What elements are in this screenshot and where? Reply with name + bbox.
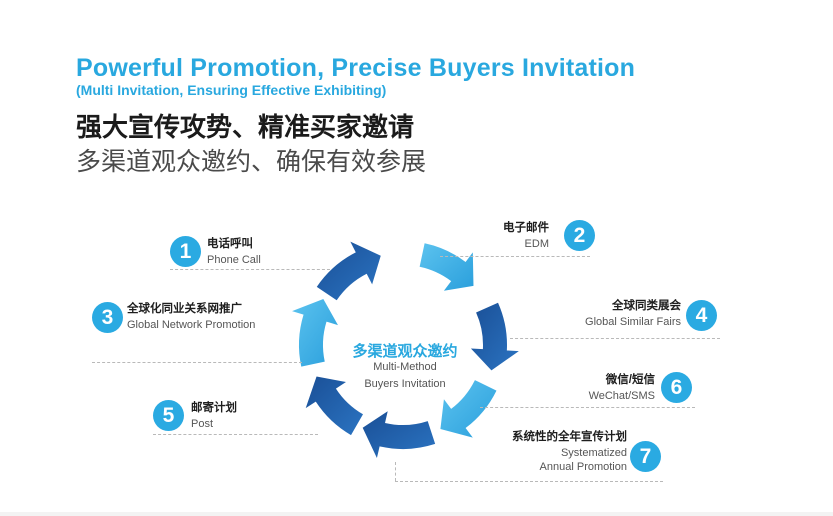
page-title-en: Powerful Promotion, Precise Buyers Invit… [76, 54, 636, 82]
center-title-cn: 多渠道观众邀约 [352, 343, 458, 360]
item-6-label-en: WeChat/SMS [588, 389, 655, 402]
cycle-arrow-7 [316, 241, 381, 301]
cycle-arrow-2 [470, 302, 519, 371]
item-5-leader-line [153, 434, 318, 435]
item-3-leader-line [92, 362, 302, 363]
page-subtitle-cn: 多渠道观众邀约、确保有效参展 [76, 148, 427, 176]
item-1-label-cn: 电话呼叫 [207, 238, 253, 250]
item-7-label-cn: 系统性的全年宣传计划 [512, 431, 627, 443]
item-5-label: 邮寄计划 Post [191, 401, 237, 431]
page-title-cn: 强大宣传攻势、精准买家邀请 [76, 112, 415, 142]
item-5-number-badge: 5 [153, 400, 184, 431]
item-6-leader-line [480, 407, 695, 408]
item-2-label-en: EDM [524, 237, 549, 250]
item-6-label: 微信/短信 WeChat/SMS [589, 373, 655, 403]
item-7-leader-line-vertical [395, 462, 396, 481]
item-6-number-badge: 6 [661, 372, 692, 403]
item-4-label-cn: 全球同类展会 [612, 300, 681, 312]
item-6-label-cn: 微信/短信 [605, 374, 655, 386]
item-1-leader-line [170, 269, 330, 270]
item-1-number-badge: 1 [170, 236, 201, 267]
item-5-label-cn: 邮寄计划 [191, 402, 237, 414]
item-4-leader-line [510, 338, 720, 339]
item-3-label-cn: 全球化同业关系网推广 [127, 303, 242, 315]
item-5-label-en: Post [191, 417, 214, 430]
item-7-label-en-2: Annual Promotion [539, 461, 627, 474]
item-2-label-cn: 电子邮件 [503, 222, 549, 234]
item-4-number-badge: 4 [686, 300, 717, 331]
item-7-number-badge: 7 [630, 441, 661, 472]
item-1-label: 电话呼叫 Phone Call [207, 237, 261, 267]
item-3-label-en: Global Network Promotion [127, 318, 256, 331]
item-4-label-en: Global Similar Fairs [585, 315, 681, 328]
bottom-rule [0, 512, 833, 516]
item-2-number-badge: 2 [564, 220, 595, 251]
item-3-label: 全球化同业关系网推广 Global Network Promotion [127, 302, 255, 332]
cycle-arrow-4 [362, 411, 436, 459]
item-7-label: 系统性的全年宣传计划 Systematized Annual Promotion [512, 430, 627, 475]
arrow-segments [292, 241, 519, 459]
item-2-label: 电子邮件 EDM [503, 221, 549, 251]
page-subtitle-en: (Multi Invitation, Ensuring Effective Ex… [76, 82, 387, 98]
item-7-leader-line [395, 481, 663, 482]
cycle-arrow-6 [292, 299, 338, 367]
item-2-leader-line [440, 256, 590, 257]
cycle-arrow-1 [419, 243, 474, 291]
cycle-arrow-3 [440, 380, 497, 438]
cycle-arrow-5 [305, 376, 363, 436]
center-title-en-1: Multi-Method [373, 361, 437, 373]
item-4-label: 全球同类展会 Global Similar Fairs [585, 299, 681, 329]
center-title-en-2: Buyers Invitation [364, 378, 446, 390]
item-3-number-badge: 3 [92, 302, 123, 333]
item-1-label-en: Phone Call [207, 253, 261, 266]
item-7-label-en-1: Systematized [560, 446, 627, 459]
